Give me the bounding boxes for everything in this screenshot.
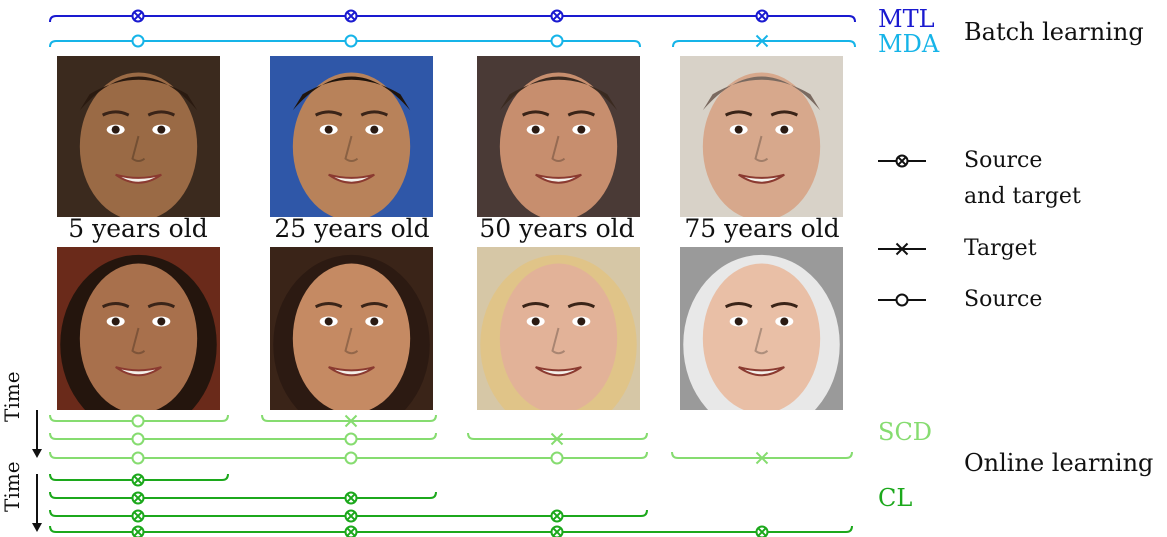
photo-top-0 [57,56,220,217]
batch-learning-label: Batch learning [964,18,1144,46]
cl-r3-marker-0-x [133,511,143,521]
mtl-brace [49,15,856,23]
mtl-label: MTL [878,5,935,33]
cl-r2-marker-0-x [133,493,143,503]
scd-r1-source-0 [131,414,145,428]
cl-r1-marker-0-x [133,475,143,485]
mda-label: MDA [878,30,940,58]
legend-source-target-line2: and target [964,184,1081,209]
photo-top-3 [680,56,843,217]
age-label-50: 50 years old [479,214,635,243]
cl-r4-brace [49,525,853,533]
scd-label: SCD [878,418,933,446]
scd-r1-target-1 [344,414,358,428]
photo-bottom-2 [477,247,640,410]
mda-target-marker-3 [755,34,769,48]
mda-source-marker-2 [550,34,564,48]
photo-bottom-3 [680,247,843,410]
photo-bottom-0 [57,247,220,410]
scd-r3-source-2 [550,451,564,465]
mtl-marker-3-x [757,11,767,21]
time-arrow-scd-head [32,449,42,458]
cl-r2-marker-1-x [346,493,356,503]
photo-top-2 [477,56,640,217]
girl-5-photo-icon [57,247,220,410]
age-label-25: 25 years old [274,214,430,243]
boy-5-photo-icon [57,56,220,217]
cl-r3-marker-2-x [552,511,562,521]
scd-r2-source-1 [344,432,358,446]
scd-r3-source-0 [131,451,145,465]
cl-r4-marker-0-x [133,527,143,537]
cl-label: CL [878,484,913,512]
scd-r2-target-2 [550,432,564,446]
mda-target-brace [672,40,856,48]
mda-source-marker-1 [344,34,358,48]
cl-r4-marker-2-x [552,527,562,537]
legend-target: Target [964,236,1037,261]
legend-source: Source [964,287,1043,312]
woman-25-photo-icon [270,247,433,410]
scd-r1-target-brace [261,414,437,422]
cl-r4-marker-3-x [757,527,767,537]
mtl-marker-1-x [346,11,356,21]
woman-75-photo-icon [680,247,843,410]
mtl-marker-2-x [552,11,562,21]
time-arrow-cl-head [32,523,42,532]
legend-source-target-icon-x [897,156,907,166]
age-label-5: 5 years old [68,214,208,243]
cl-r2-brace [49,491,437,499]
man-50-photo-icon [477,56,640,217]
woman-50-photo-icon [477,247,640,410]
legend-target-icon [895,242,909,256]
scd-r2-source-0 [131,432,145,446]
man-25-photo-icon [270,56,433,217]
cl-r4-marker-1-x [346,527,356,537]
photo-top-1 [270,56,433,217]
scd-r3-target-3 [755,451,769,465]
legend-source-target-line1: Source [964,148,1043,173]
age-label-75: 75 years old [684,214,840,243]
cl-r3-marker-1-x [346,511,356,521]
photo-bottom-1 [270,247,433,410]
mtl-marker-0-x [133,11,143,21]
scd-r3-source-1 [344,451,358,465]
man-75-photo-icon [680,56,843,217]
online-learning-label: Online learning [964,449,1154,477]
mda-source-marker-0 [131,34,145,48]
legend-source-icon [895,293,909,307]
scd-r2-source-brace [49,432,437,440]
